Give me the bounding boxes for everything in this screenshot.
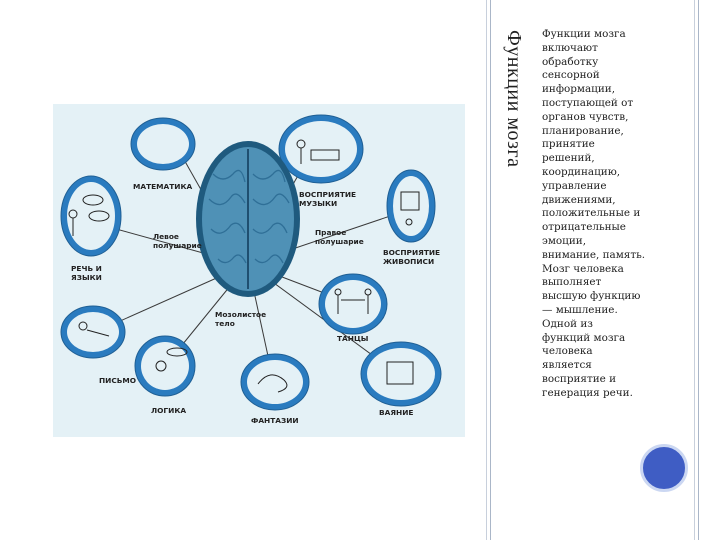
divider-line	[694, 0, 695, 540]
slide-body-text: Функции мозга включают обработку сенсорн…	[542, 28, 660, 401]
label-right-hemisphere: Правое полушарие	[315, 228, 364, 246]
label-sculpture: ВАЯНИЕ	[379, 408, 413, 417]
label-painting: ВОСПРИЯТИЕ ЖИВОПИСИ	[383, 248, 440, 266]
label-corpus-callosum: Мозолистое тело	[215, 310, 266, 328]
brain-functions-diagram: МАТЕМАТИКА ВОСПРИЯТИЕ МУЗЫКИ Левое полуш…	[53, 104, 465, 437]
label-writing: ПИСЬМО	[99, 376, 136, 385]
divider-line	[490, 0, 491, 540]
diagram-graphic	[53, 104, 465, 437]
label-math: МАТЕМАТИКА	[133, 182, 192, 191]
label-music: ВОСПРИЯТИЕ МУЗЫКИ	[299, 190, 356, 208]
label-speech: РЕЧЬ И ЯЗЫКИ	[71, 264, 102, 282]
divider-line	[486, 0, 487, 540]
label-left-hemisphere: Левое полушарие	[153, 232, 202, 250]
divider-line	[698, 0, 699, 540]
slide-title: Функции мозга	[494, 30, 534, 200]
decorative-circle	[640, 444, 688, 492]
label-fantasy: ФАНТАЗИИ	[251, 416, 299, 425]
label-logic: ЛОГИКА	[151, 406, 186, 415]
label-dance: ТАНЦЫ	[337, 334, 368, 343]
